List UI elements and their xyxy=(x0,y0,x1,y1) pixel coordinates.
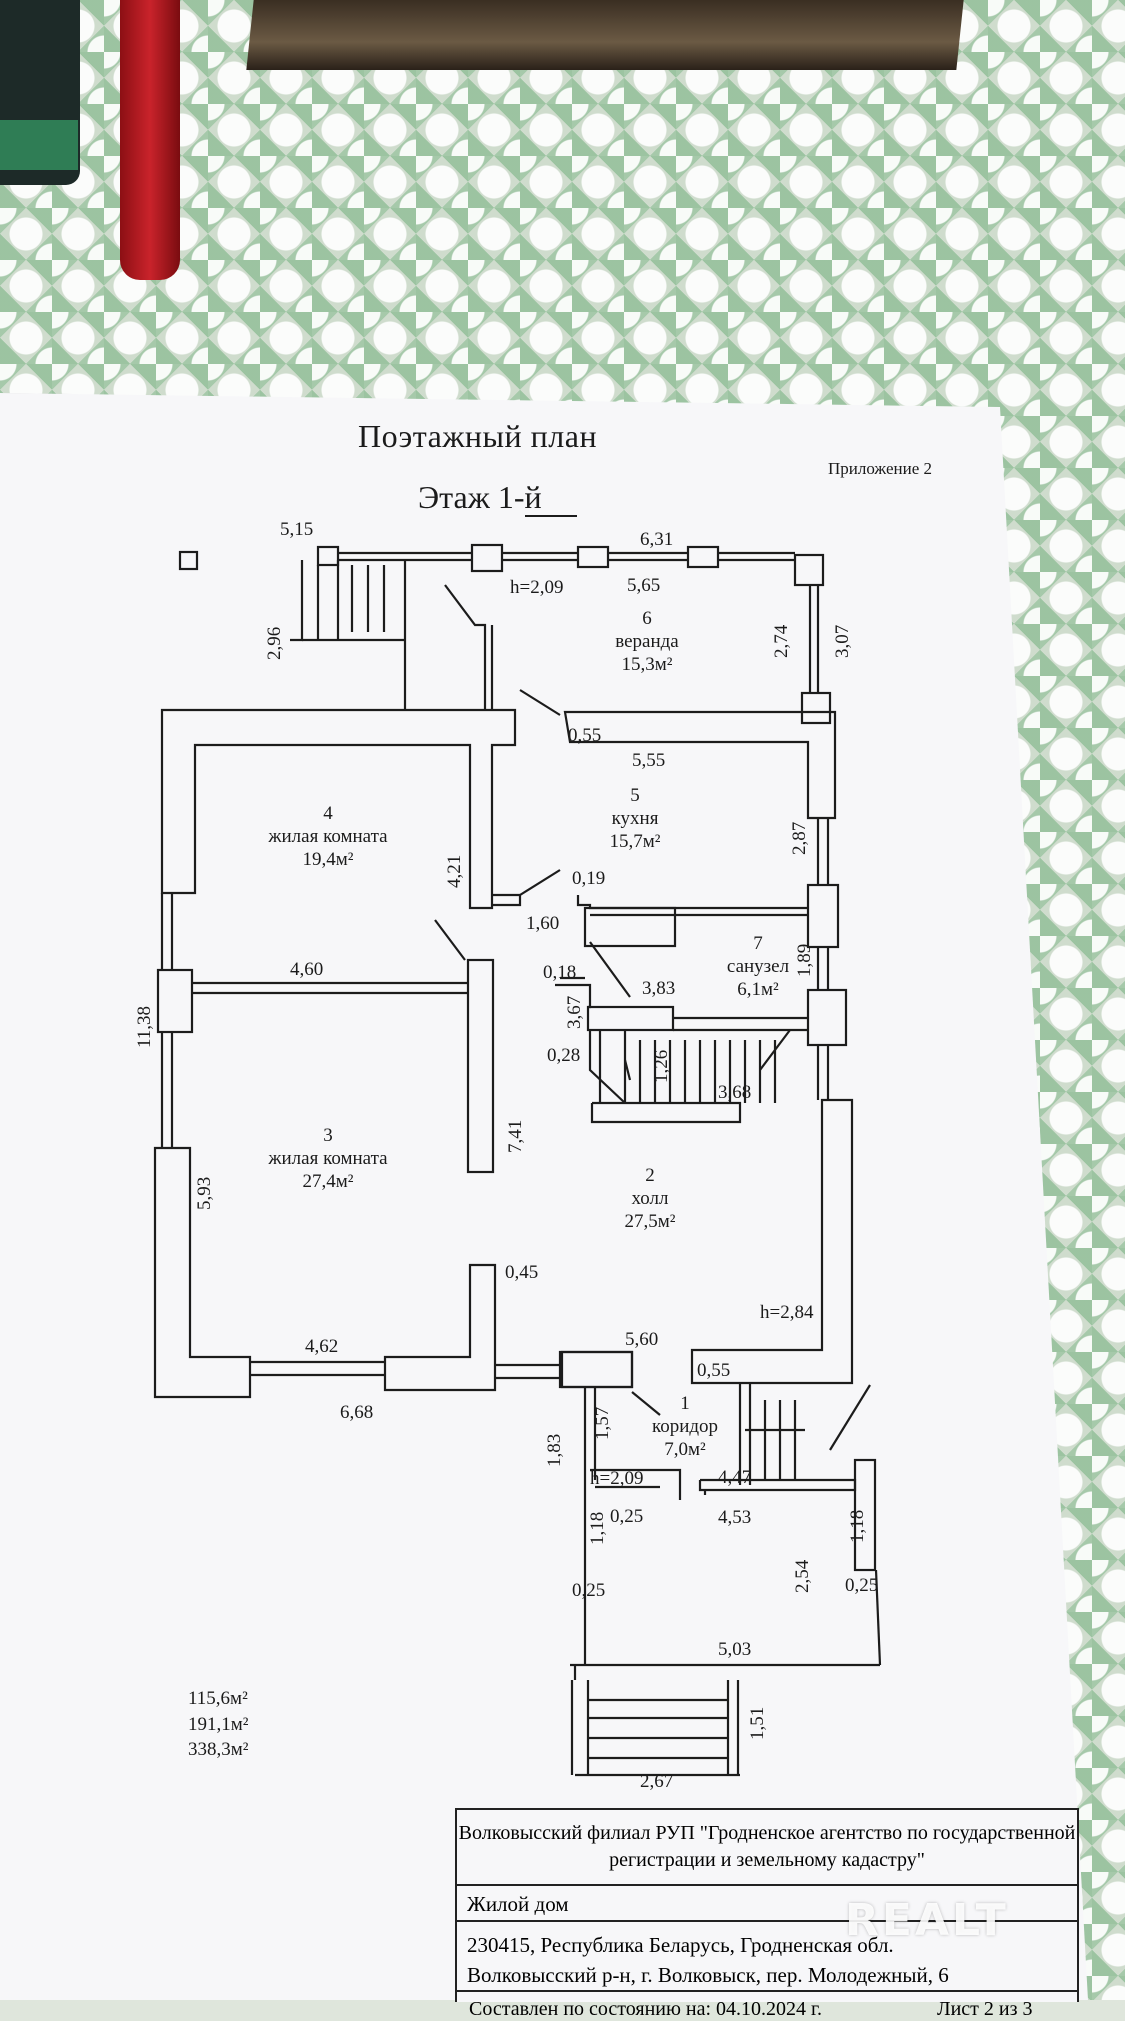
room-1-label: 1 коридор 7,0м² xyxy=(605,1393,765,1461)
stamp-footer: Составлен по состоянию на: 04.10.2024 г.… xyxy=(457,1990,1077,2020)
address-line-2: Волковысский р-н, г. Волковыск, пер. Мол… xyxy=(467,1963,949,1988)
room-1-area: 7,0м² xyxy=(664,1438,706,1460)
dim-025c: 0,25 xyxy=(845,1575,879,1596)
dim-055a: 0,55 xyxy=(568,725,602,746)
organization-name: Волковысский филиал РУП "Гродненское аге… xyxy=(457,1810,1077,1886)
dim-296: 2,96 xyxy=(264,626,285,660)
plan-title: Поэтажный план xyxy=(358,418,598,454)
room-7-label: 7 санузел 6,1м² xyxy=(678,933,838,1001)
room-6-label: 6 веранда 15,3м² xyxy=(567,608,727,676)
room-4-label: 4 жилая комната 19,4м² xyxy=(248,803,408,871)
dim-160: 1,60 xyxy=(526,913,560,934)
dim-118b: 1,18 xyxy=(847,1509,868,1543)
room-3-number: 3 xyxy=(323,1125,333,1146)
dim-025a: 0,25 xyxy=(610,1506,644,1527)
dim-287: 2,87 xyxy=(789,821,810,855)
room-5-number: 5 xyxy=(630,785,640,806)
dim-274: 2,74 xyxy=(771,624,792,658)
room-4-name: жилая комната xyxy=(268,825,388,847)
dim-668: 6,68 xyxy=(340,1402,374,1423)
area-total-3: 338,3м² xyxy=(188,1739,249,1761)
state-date: Составлен по состоянию на: 04.10.2024 г. xyxy=(469,1998,822,2020)
room-6-name: веранда xyxy=(615,630,679,652)
room-7-name: санузел xyxy=(726,955,790,977)
dim-019: 0,19 xyxy=(572,868,606,889)
dim-126: 1,26 xyxy=(651,1049,672,1083)
dim-565: 5,65 xyxy=(627,575,661,596)
dim-267: 2,67 xyxy=(640,1771,674,1792)
area-total-2: 191,1м² xyxy=(188,1713,249,1735)
area-totals: 115,6м² 191,1м² 338,3м² xyxy=(188,1686,248,1763)
green-object xyxy=(0,120,78,170)
address-line-1: 230415, Республика Беларусь, Гродненская… xyxy=(467,1933,894,1957)
room-6-area: 15,3м² xyxy=(621,653,673,675)
dim-462: 4,62 xyxy=(305,1336,339,1357)
room-2-area: 27,5м² xyxy=(624,1210,676,1232)
room-7-area: 6,1м² xyxy=(737,978,779,1000)
room-3-label: 3 жилая комната 27,4м² xyxy=(248,1125,408,1193)
room-7-number: 7 xyxy=(753,933,763,954)
room-1-name: коридор xyxy=(651,1415,719,1437)
room-5-name: кухня xyxy=(611,807,659,829)
room-1-number: 1 xyxy=(680,1393,690,1414)
dim-055b: 0,55 xyxy=(697,1360,731,1381)
floor-plan-sheet: Поэтажный план Этаж 1-й Приложение 2 5,1… xyxy=(0,393,1088,2000)
address: 230415, Республика Беларусь, Гродненская… xyxy=(467,1930,949,1991)
dim-503: 5,03 xyxy=(718,1639,752,1660)
dim-593: 5,93 xyxy=(194,1176,215,1210)
room-3-area: 27,4м² xyxy=(302,1170,354,1192)
dim-460: 4,60 xyxy=(290,959,324,980)
dim-118a: 1,18 xyxy=(587,1511,608,1545)
dim-h209b: h=2,09 xyxy=(590,1468,644,1489)
floor-plan-drawing xyxy=(153,543,882,1777)
room-4-number: 4 xyxy=(323,803,333,824)
dim-367: 3,67 xyxy=(564,995,585,1029)
area-total-1: 115,6м² xyxy=(188,1688,248,1709)
dim-383: 3,83 xyxy=(642,978,676,999)
stamp-divider xyxy=(457,1920,1077,1922)
dim-183: 1,83 xyxy=(544,1433,565,1467)
room-2-number: 2 xyxy=(645,1165,655,1186)
dim-151: 1,51 xyxy=(747,1706,768,1740)
dim-555: 5,55 xyxy=(632,750,666,771)
floor-label: Этаж 1-й xyxy=(418,479,542,515)
dim-307: 3,07 xyxy=(832,624,853,658)
red-tassel xyxy=(120,0,180,280)
dim-028: 0,28 xyxy=(547,1045,581,1066)
dim-h209a: h=2,09 xyxy=(510,577,564,598)
dim-421: 4,21 xyxy=(444,854,465,888)
appendix-label: Приложение 2 xyxy=(828,459,932,478)
floor-underline xyxy=(525,515,577,517)
room-5-label: 5 кухня 15,7м² xyxy=(555,785,715,853)
object-type: Жилой дом xyxy=(467,1892,569,1916)
dim-560: 5,60 xyxy=(625,1329,659,1350)
room-2-name: холл xyxy=(631,1187,669,1209)
dim-447: 4,47 xyxy=(718,1467,752,1488)
dim-254: 2,54 xyxy=(792,1559,813,1593)
room-2-label: 2 холл 27,5м² xyxy=(570,1165,730,1233)
room-6-number: 6 xyxy=(642,608,652,629)
dim-025b: 0,25 xyxy=(572,1580,606,1601)
dim-045: 0,45 xyxy=(505,1262,539,1283)
realt-watermark: REALT xyxy=(845,1895,1009,1946)
dim-018: 0,18 xyxy=(543,962,577,983)
room-4-area: 19,4м² xyxy=(302,848,354,870)
dim-453: 4,53 xyxy=(718,1507,752,1528)
wooden-box xyxy=(246,0,964,70)
sheet-number: Лист 2 из 3 xyxy=(937,1998,1033,2020)
room-3-name: жилая комната xyxy=(268,1147,388,1169)
dim-515: 5,15 xyxy=(280,519,314,540)
dim-368: 3,68 xyxy=(718,1082,752,1103)
dim-741: 7,41 xyxy=(505,1119,526,1153)
dim-h284: h=2,84 xyxy=(760,1302,814,1323)
room-5-area: 15,7м² xyxy=(609,830,661,852)
dim-631: 6,31 xyxy=(640,529,674,550)
dim-1138: 11,38 xyxy=(134,1005,155,1048)
